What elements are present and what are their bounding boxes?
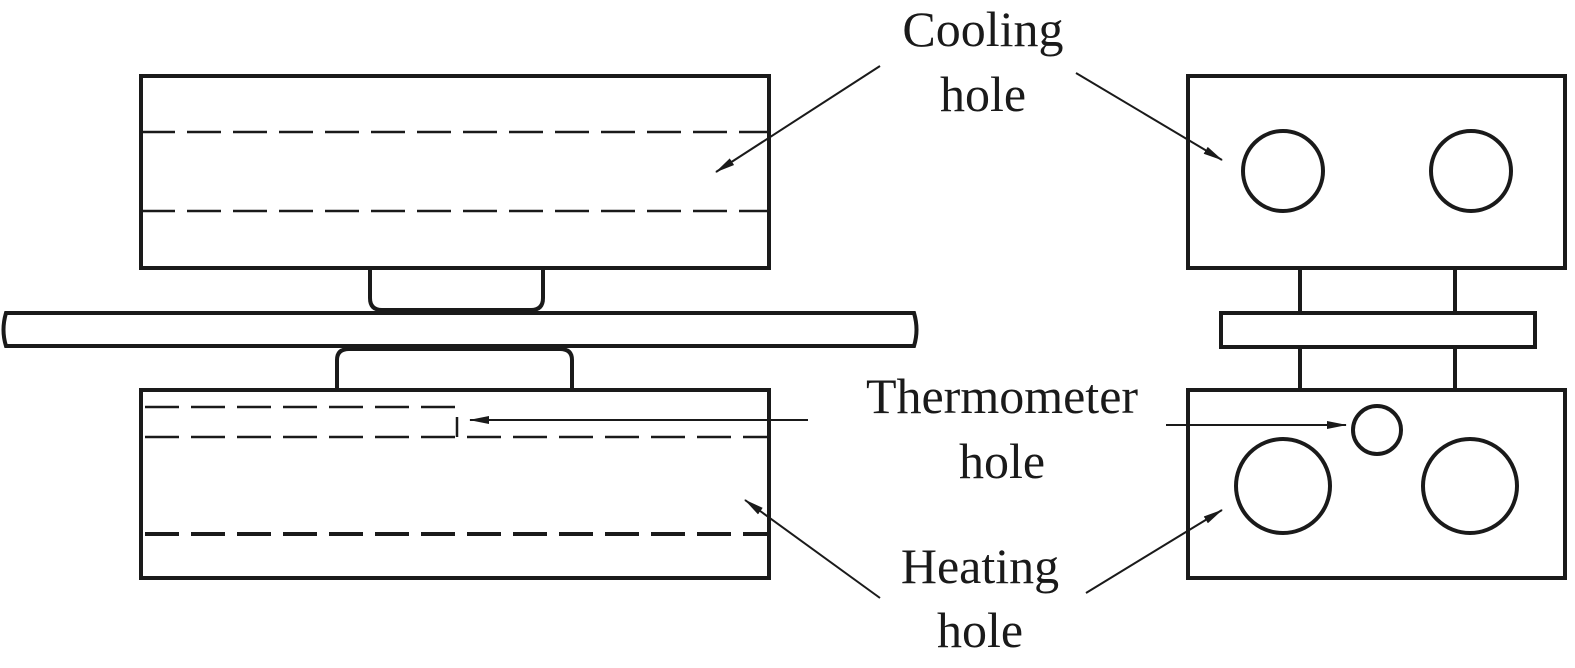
heating-hole-left (1234, 437, 1332, 535)
heating-leader-left (744, 499, 881, 599)
thermometer-hole-side (145, 405, 459, 437)
heating-leader-right (1085, 509, 1223, 594)
end-view (1186, 74, 1567, 580)
cooling-label-line1: Cooling (902, 1, 1063, 57)
cooling-hole-left (1241, 129, 1325, 213)
leader-lines (469, 65, 1347, 599)
workpiece-end (1219, 311, 1537, 349)
cooling-leader-right (1075, 72, 1223, 161)
workpiece-strip-side (1, 311, 919, 348)
cooling-label-line2: hole (940, 66, 1026, 122)
lower-punch-side (335, 347, 574, 390)
heating-label-line1: Heating (901, 538, 1059, 594)
cooling-leader-left (715, 65, 881, 173)
upper-punch-side (368, 268, 545, 312)
labels: Cooling hole Thermometer hole Heating ho… (866, 1, 1138, 658)
heating-hole-right (1421, 437, 1519, 535)
upper-die-side (139, 74, 771, 270)
lower-die-end (1186, 388, 1567, 580)
thermometer-hole-end (1351, 404, 1403, 456)
lower-die-side (139, 388, 771, 580)
side-view (1, 74, 919, 580)
thermometer-label-line2: hole (959, 433, 1045, 489)
cooling-hole-right (1429, 129, 1513, 213)
upper-die-end (1186, 74, 1567, 270)
heating-label-line2: hole (937, 602, 1023, 658)
thermometer-label-line1: Thermometer (866, 368, 1138, 424)
